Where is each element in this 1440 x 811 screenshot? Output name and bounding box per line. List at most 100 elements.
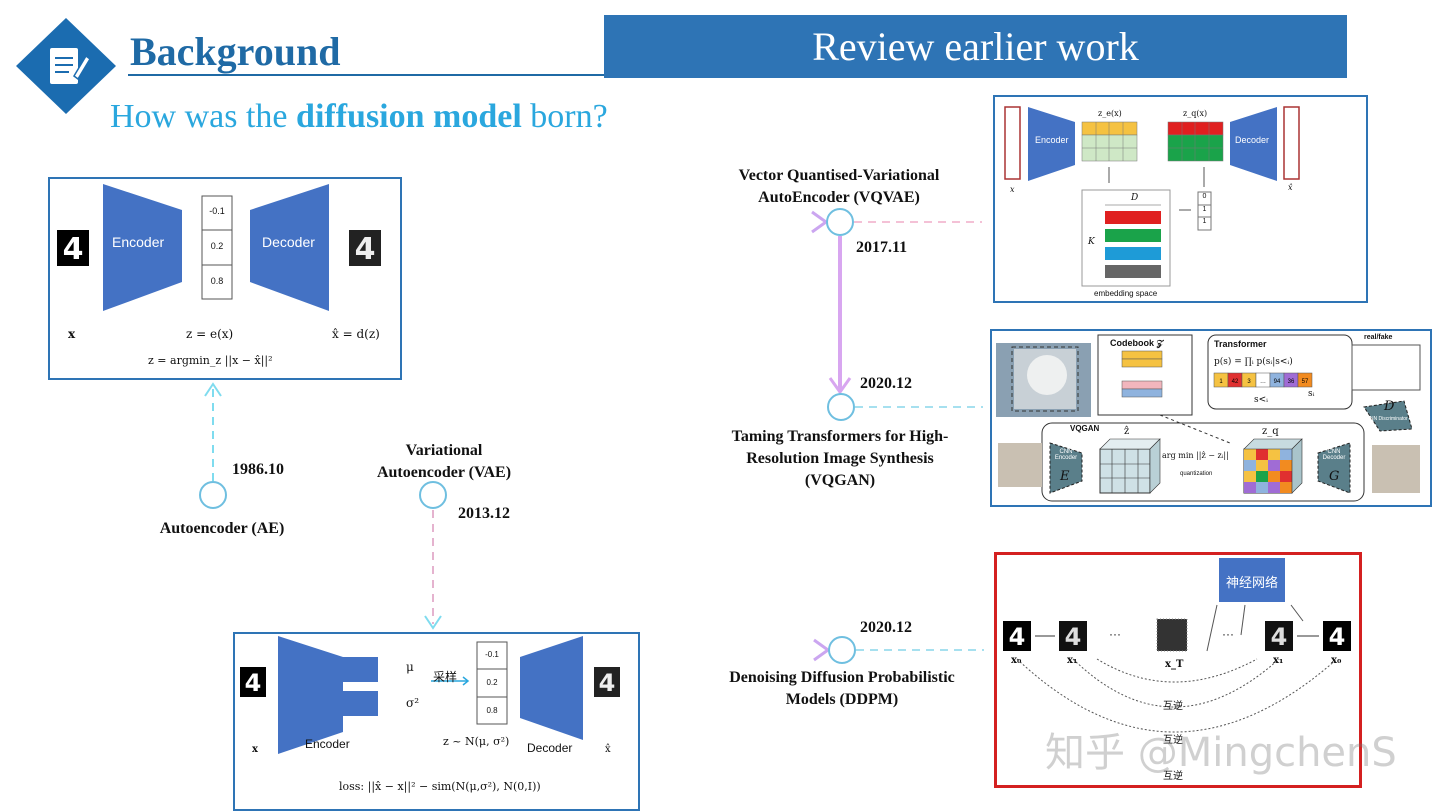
vqgan-codebook: Codebook 𝒵 [1110,338,1164,348]
ae-xhat-eq: x̂ = d(z) [332,327,380,341]
vae-latent-1: 0.2 [486,678,498,687]
ae-loss: z = argmin_z ||x − x̂||² [148,354,273,367]
svg-text:4: 4 [355,232,376,267]
ae-x: x [68,327,76,341]
ddpm-diagram: 4 4 4 4 神经网络 ··· ··· x₀ x₁ x_T x₁ x₀ 互逆 … [994,552,1362,788]
vqvae-x: x [1010,185,1015,194]
ddpm-inverse-1: 互逆 [1163,701,1183,712]
ddpm-x1-left: x₁ [1067,655,1078,666]
ae-label: Autoencoder (AE) [159,520,285,537]
vqgan-seq-cell [1297,372,1313,388]
vqgan-date: 2020.12 [860,375,912,392]
vae-sigma: σ² [406,696,420,710]
vqgan-seq-label: … [1260,379,1266,385]
svg-text:4: 4 [63,232,84,267]
vqgan-cnn-encoder: CNN Encoder [1054,449,1078,461]
ae-latent-1: 0.2 [210,241,224,251]
vae-date: 2013.12 [458,505,510,522]
svg-text:4: 4 [1009,623,1026,651]
vqvae-D: D [1131,193,1139,203]
vqvae-encoder-label: Encoder [1035,135,1069,145]
vqgan-realfake: real/fake [1364,334,1393,341]
vqvae-caption: embedding space [1094,289,1158,298]
ddpm-x1-right: x₁ [1273,655,1284,666]
vqvae-K: K [1088,237,1095,247]
node-ae [199,481,227,509]
vqgan-s-i: sᵢ [1308,389,1315,399]
ddpm-x0-right: x₀ [1331,655,1342,666]
vqgan-cnn-decoder: CNN Decoder [1322,449,1346,461]
svg-text:4: 4 [1065,623,1082,651]
vqgan-transformer: Transformer [1214,339,1267,349]
vqgan-zhat: ẑ [1124,426,1130,437]
vae-latent-2: 0.8 [486,706,498,715]
node-vae [419,481,447,509]
ae-latent-0: -0.1 [209,206,225,216]
ae-date: 1986.10 [232,461,284,478]
ae-encoder-label: Encoder [112,234,165,250]
page-title: Background [130,29,341,74]
vqvae-index-1: 1 [1202,206,1207,213]
vqgan-label: Taming Transformers for High-Resolution … [731,428,949,489]
watermark: 知乎 @MingchenS [1045,730,1397,776]
banner: Review earlier work [604,15,1347,78]
ae-latent-2: 0.8 [210,276,224,286]
vqgan-zq: z_q [1262,426,1279,437]
vae-mu: μ [406,660,414,674]
vae-x: x [252,744,258,755]
svg-text:4: 4 [599,669,616,697]
vqgan-seq-label: 36 [1288,379,1295,385]
vqvae-diagram: Encoder Decoder z_e(x) z_q(x) D K 0 1 1 … [993,95,1368,303]
ddpm-nn-label: 神经网络 [1225,575,1278,590]
vqvae-ze: z_e(x) [1098,109,1122,118]
header-logo-icon [16,18,116,114]
svg-text:4: 4 [1329,623,1346,651]
vqgan-cnn-disc: CNN Discriminator [1366,416,1408,422]
vqvae-decoder-label: Decoder [1235,135,1270,145]
ddpm-x0-left: x₀ [1011,655,1022,666]
vae-sample: 采样 [433,670,458,684]
ae-z-eq: z = e(x) [186,327,234,341]
vqgan-quantization: quantization [1180,471,1213,477]
svg-text:4: 4 [1271,623,1288,651]
vae-decoder-label: Decoder [527,741,573,755]
svg-text:4: 4 [245,669,262,697]
vqvae-index-0: 0 [1202,193,1207,200]
ddpm-inverse-2: 互逆 [1163,735,1183,746]
ae-decoder-label: Decoder [262,234,315,250]
vqgan-seq-label: 94 [1274,379,1281,385]
vae-xhat: x̂ [605,744,611,755]
ddpm-inverse-3: 互逆 [1163,771,1183,782]
node-vqgan [827,393,855,421]
vqgan-seq-label: 3 [1247,379,1251,385]
node-ddpm [828,636,856,664]
vqgan-ps: p(s) = ∏ᵢ p(sᵢ|s<ᵢ) [1214,357,1293,367]
vqvae-xhat: x̂ [1288,183,1293,192]
vqgan-E: E [1060,469,1070,484]
vqgan-G: G [1329,469,1340,484]
title-underline [128,74,604,76]
vqvae-zq: z_q(x) [1183,109,1208,118]
vqgan-title: VQGAN [1070,424,1100,433]
vae-z-eq: z ~ N(μ, σ²) [443,735,510,748]
vqvae-date: 2017.11 [856,239,908,256]
ae-diagram: 4 4 Encoder Decoder -0.1 0.2 0.8 x z = e… [48,177,402,380]
vqgan-seq-label: 42 [1232,379,1239,385]
vae-loss: loss: ||x̂ − x||² − sim(N(μ,σ²), N(0,I)) [339,780,541,793]
ddpm-dots-2: ··· [1222,627,1234,641]
vqgan-D: D [1384,399,1395,414]
vae-diagram: 4 4 μ σ² 采样 -0.1 0.2 0.8 Encoder z ~ N(μ… [233,632,640,811]
ddpm-xT: x_T [1165,659,1184,670]
vqgan-seq-label: 1 [1219,379,1223,385]
vqgan-s-lt-i: s<ᵢ [1254,395,1268,405]
vae-encoder-label: Encoder [305,737,350,751]
ddpm-dots-1: ··· [1109,627,1121,641]
vae-latent-0: -0.1 [485,650,499,659]
vqgan-argmin: arg min ||ẑ − zᵢ|| [1162,451,1229,460]
vqvae-index-2: 1 [1202,218,1207,225]
